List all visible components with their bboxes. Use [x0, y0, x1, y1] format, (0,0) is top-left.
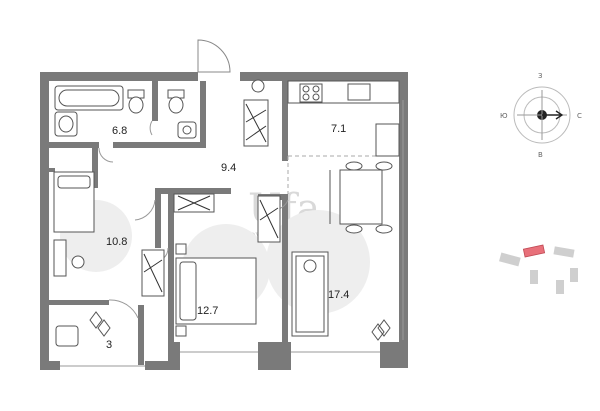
living-room-furniture [291, 251, 391, 341]
neighbor-building-3 [570, 268, 578, 282]
neighbor-building-4 [530, 270, 538, 284]
bathroom-fixtures [54, 85, 197, 139]
plant-icon-2 [371, 319, 391, 341]
kitchen-furniture [287, 80, 400, 157]
chair-icon [55, 325, 79, 347]
plant-icon-3 [89, 311, 111, 337]
balcony-furniture [55, 311, 111, 347]
left-bedroom-furniture [53, 171, 165, 297]
current-building [522, 244, 546, 258]
windows [60, 100, 404, 367]
compass-east: В [538, 151, 543, 159]
area-balcony: 3 [106, 339, 112, 351]
ceiling-lamp-icon [251, 79, 265, 93]
room-labels: 6.8 9.4 7.1 10.8 12.7 17.4 3 [106, 123, 349, 351]
entry-door[interactable] [197, 39, 231, 73]
compass-icon: С Ю З В [500, 72, 582, 159]
dining-set [329, 161, 393, 234]
site-minimap [499, 244, 578, 294]
table-icon [339, 169, 383, 225]
desk-icon [53, 239, 67, 277]
plant-icon [303, 259, 317, 273]
area-bathroom: 6.8 [112, 125, 127, 137]
area-bedroom-middle: 12.7 [197, 305, 218, 317]
area-hall: 9.4 [221, 162, 236, 174]
area-bedroom-left: 10.8 [106, 236, 127, 248]
stove-icon [299, 83, 323, 103]
compass-north: С [577, 112, 582, 120]
neighbor-building [499, 252, 521, 267]
fridge-icon [375, 123, 400, 157]
hall-furniture [243, 79, 269, 147]
middle-bedroom-furniture [173, 193, 281, 337]
compass-south: Ю [500, 112, 508, 120]
area-kitchen: 7.1 [331, 123, 346, 135]
sink-icon-3 [347, 83, 371, 101]
compass-west: З [538, 72, 543, 80]
neighbor-building-5 [556, 280, 564, 294]
area-living-room: 17.4 [328, 289, 349, 301]
neighbor-building-2 [553, 246, 575, 258]
